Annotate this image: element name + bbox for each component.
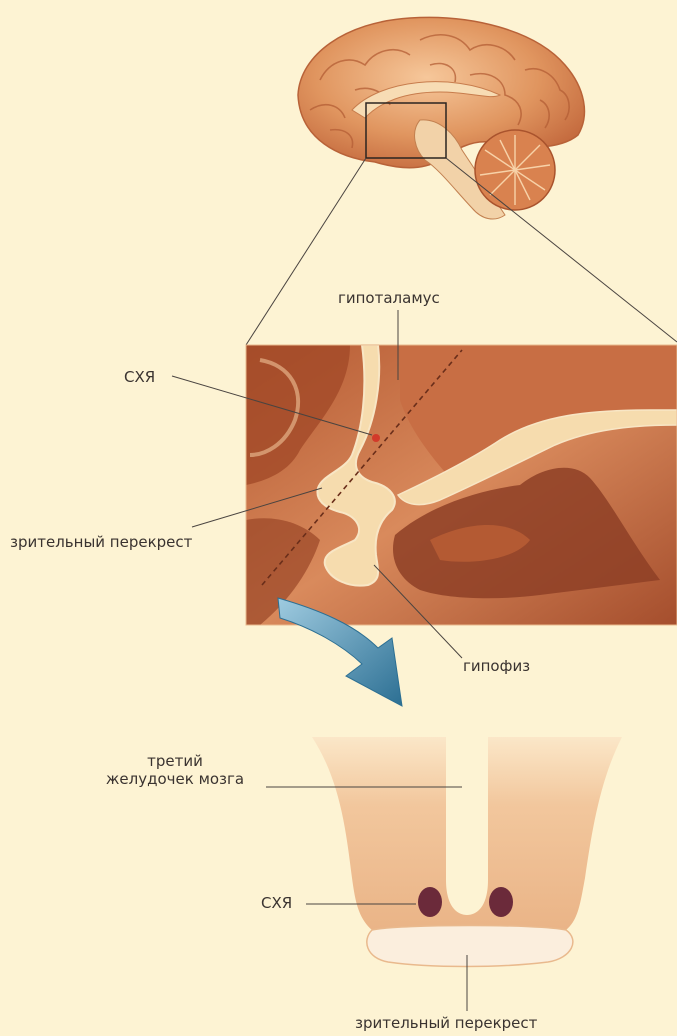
scn-nucleus-right: [489, 887, 513, 917]
scn-nucleus-left: [418, 887, 442, 917]
zoomed-hypothalamus-region: [246, 345, 677, 625]
label-scn-bottom: СХЯ: [261, 894, 292, 912]
label-third-ventricle-line1: третий: [86, 752, 264, 770]
label-third-ventricle-line2: желудочек мозга: [86, 770, 264, 788]
label-scn-top: СХЯ: [124, 368, 155, 386]
cross-section: [312, 737, 622, 967]
label-optic-chiasm-bottom: зрительный перекрест: [355, 1014, 537, 1032]
label-pituitary: гипофиз: [463, 657, 530, 675]
brain-sagittal: [298, 17, 584, 219]
third-ventricle-slit: [446, 737, 488, 915]
label-optic-chiasm-top: зрительный перекрест: [10, 533, 192, 551]
label-hypothalamus: гипоталамус: [338, 289, 440, 307]
cerebellum: [475, 130, 555, 210]
label-third-ventricle: третий желудочек мозга: [86, 752, 264, 788]
optic-chiasm-cross: [367, 926, 573, 967]
scn-marker: [372, 434, 380, 442]
